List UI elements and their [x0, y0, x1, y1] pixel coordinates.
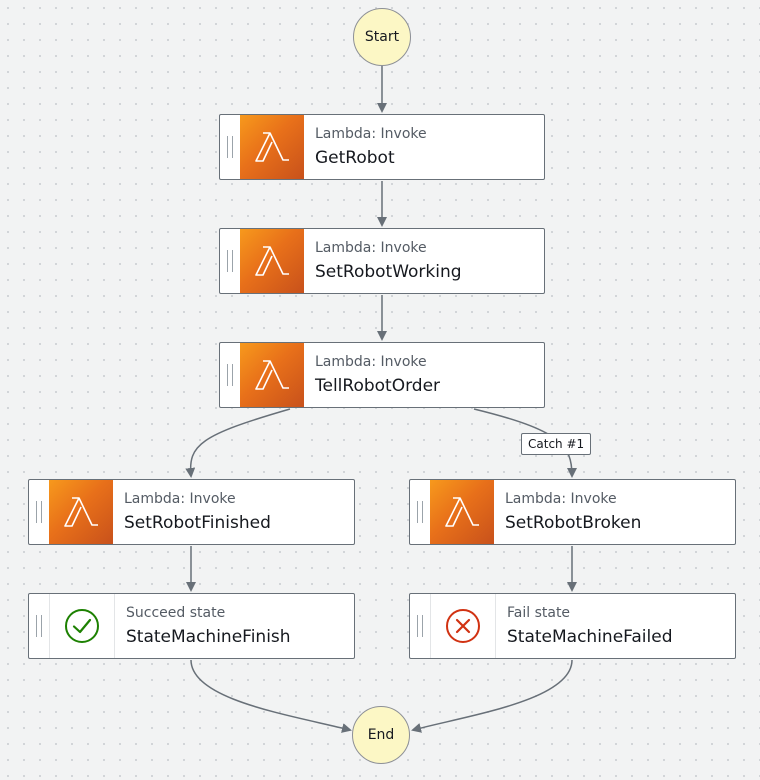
end-label: End — [367, 727, 395, 743]
state-type-label: Lambda: Invoke — [124, 490, 236, 507]
lambda-icon — [49, 480, 113, 544]
lambda-icon — [240, 343, 304, 407]
state-type-label: Lambda: Invoke — [315, 353, 427, 370]
drag-handle[interactable] — [220, 229, 240, 293]
state-setrobotworking[interactable]: Lambda: Invoke SetRobotWorking — [219, 228, 545, 294]
end-node[interactable]: End — [352, 706, 410, 764]
edge-tellrobotorder-to-setrobotfinished — [185, 408, 291, 478]
x-circle-icon — [430, 594, 496, 658]
state-name-label: SetRobotBroken — [505, 512, 642, 533]
drag-handle[interactable] — [410, 480, 430, 544]
state-type-label: Lambda: Invoke — [505, 490, 617, 507]
check-circle-icon — [49, 594, 115, 658]
catch-label[interactable]: Catch #1 — [521, 433, 592, 455]
state-name-label: GetRobot — [315, 147, 395, 168]
state-name-label: SetRobotFinished — [124, 512, 271, 533]
drag-handle[interactable] — [29, 594, 49, 658]
state-name-label: StateMachineFailed — [507, 626, 673, 647]
lambda-icon — [430, 480, 494, 544]
lambda-icon — [240, 229, 304, 293]
state-name-label: SetRobotWorking — [315, 261, 462, 282]
edge-failed-to-end — [411, 659, 573, 733]
start-node[interactable]: Start — [353, 8, 411, 66]
state-type-label: Fail state — [507, 604, 571, 621]
state-name-label: TellRobotOrder — [315, 375, 441, 396]
state-statemachinefinish[interactable]: Succeed state StateMachineFinish — [28, 593, 355, 659]
state-tellrobotorder[interactable]: Lambda: Invoke TellRobotOrder — [219, 342, 545, 408]
state-setrobotbroken[interactable]: Lambda: Invoke SetRobotBroken — [409, 479, 736, 545]
state-setrobotfinished[interactable]: Lambda: Invoke SetRobotFinished — [28, 479, 355, 545]
start-label: Start — [364, 29, 400, 45]
drag-handle[interactable] — [29, 480, 49, 544]
drag-handle[interactable] — [410, 594, 430, 658]
state-type-label: Lambda: Invoke — [315, 125, 427, 142]
drag-handle[interactable] — [220, 115, 240, 179]
drag-handle[interactable] — [220, 343, 240, 407]
edge-finish-to-end — [190, 659, 352, 733]
state-type-label: Succeed state — [126, 604, 226, 621]
state-type-label: Lambda: Invoke — [315, 239, 427, 256]
state-statemachinefailed[interactable]: Fail state StateMachineFailed — [409, 593, 736, 659]
lambda-icon — [240, 115, 304, 179]
state-getrobot[interactable]: Lambda: Invoke GetRobot — [219, 114, 545, 180]
state-name-label: StateMachineFinish — [126, 626, 291, 647]
